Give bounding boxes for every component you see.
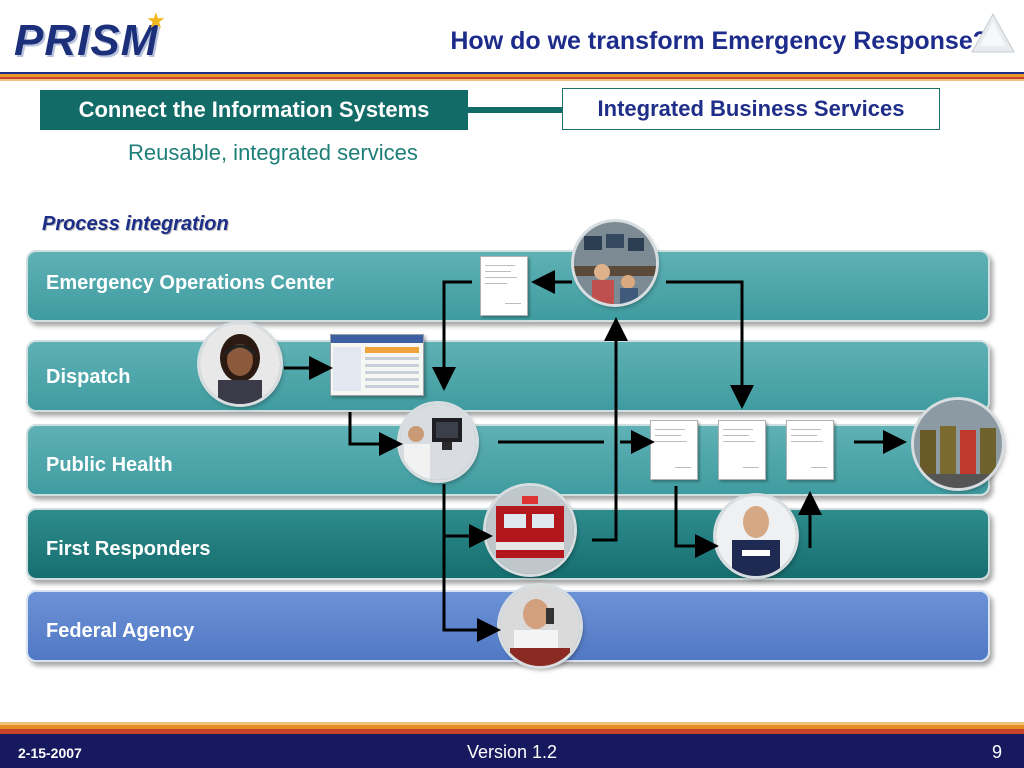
footer-bar xyxy=(0,734,1024,768)
fire-truck-photo-icon xyxy=(486,486,574,574)
slide-title: How do we transform Emergency Response? xyxy=(450,27,988,55)
call-center-operator-photo-icon xyxy=(200,324,280,404)
star-icon: ★ xyxy=(146,8,166,33)
control-room-photo-icon xyxy=(574,222,656,304)
application-screenshot-icon xyxy=(330,334,424,396)
header-divider xyxy=(0,72,1024,81)
prism-logo: PRISM xyxy=(14,16,159,65)
process-integration-heading: Process integration xyxy=(42,213,229,235)
document-icon xyxy=(480,256,528,316)
corner-triangle-icon xyxy=(971,12,1015,53)
lane-label: Emergency Operations Center xyxy=(46,272,334,294)
police-officer-photo-icon xyxy=(716,496,796,576)
footer-divider xyxy=(0,722,1024,734)
federal-agent-phone-photo-icon xyxy=(500,586,580,666)
footer-date: 2-15-2007 xyxy=(18,745,82,761)
lane-label: First Responders xyxy=(46,538,211,560)
lane-label: Public Health xyxy=(46,454,173,476)
connect-information-systems-button[interactable]: Connect the Information Systems xyxy=(40,90,468,130)
lane-label: Federal Agency xyxy=(46,620,195,642)
document-icon xyxy=(718,420,766,480)
lane-public-health: Public Health xyxy=(26,424,990,496)
computer-user-photo-icon xyxy=(400,404,476,480)
lane-label: Dispatch xyxy=(46,366,131,388)
subtitle-text: Reusable, integrated services xyxy=(128,140,418,165)
lane-dispatch: Dispatch xyxy=(26,340,990,412)
page-number: 9 xyxy=(991,742,1002,762)
footer-version: Version 1.2 xyxy=(466,742,558,762)
integrated-business-services-button[interactable]: Integrated Business Services xyxy=(562,88,940,130)
document-icon xyxy=(650,420,698,480)
firefighters-photo-icon xyxy=(914,400,1002,488)
connector-line xyxy=(468,107,564,113)
document-icon xyxy=(786,420,834,480)
